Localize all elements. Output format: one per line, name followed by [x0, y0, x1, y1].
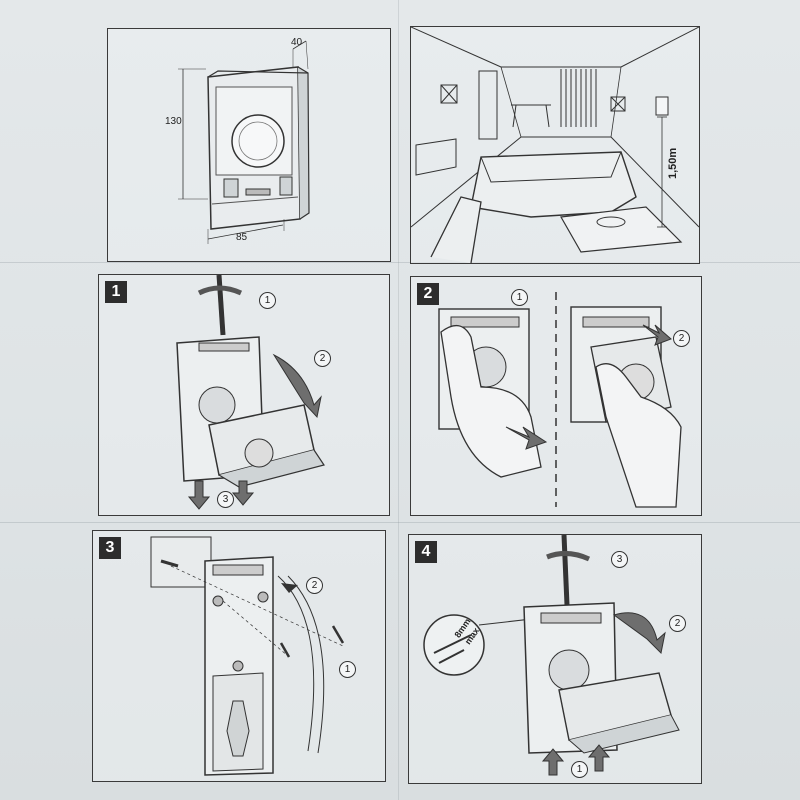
step3-mount-base-drawing: [150, 536, 345, 776]
step-number: 1: [105, 281, 127, 303]
thermostat-dimension-drawing: [178, 40, 310, 244]
callout-marker: 3: [217, 491, 234, 508]
callout-marker: 2: [306, 577, 323, 594]
depth-label: 40: [291, 37, 303, 48]
callout-marker: 2: [669, 615, 686, 632]
callout-marker: 1: [259, 292, 276, 309]
paper-fold: [398, 0, 399, 800]
living-room-drawing: [411, 27, 699, 263]
width-label: 85: [236, 232, 248, 243]
mount-height-label: 1,50m: [667, 147, 679, 179]
panel-step-1: 1 1 2 3: [98, 274, 390, 516]
panel-dimensions: 40 130 85: [107, 28, 391, 262]
step-number: 4: [415, 541, 437, 563]
panel-step-3: 3 2 1: [92, 530, 386, 782]
panel-step-2: 2 1 2: [410, 276, 702, 516]
callout-marker: 2: [314, 350, 331, 367]
callout-marker: 3: [611, 551, 628, 568]
paper-fold: [0, 262, 800, 263]
paper-fold: [0, 522, 800, 523]
panel-room-scene: 1,50m: [410, 26, 700, 264]
step4-attach-cover-drawing: [423, 535, 680, 776]
step1-open-cover-drawing: [176, 275, 325, 510]
callout-marker: 2: [673, 330, 690, 347]
step-number: 2: [417, 283, 439, 305]
callout-marker: 1: [339, 661, 356, 678]
height-label: 130: [165, 116, 182, 127]
callout-marker: 1: [571, 761, 588, 778]
callout-marker: 1: [511, 289, 528, 306]
panel-step-4: 4 3 2 1 8mm max: [408, 534, 702, 784]
step2-remove-cover-drawing: [438, 292, 682, 508]
step-number: 3: [99, 537, 121, 559]
